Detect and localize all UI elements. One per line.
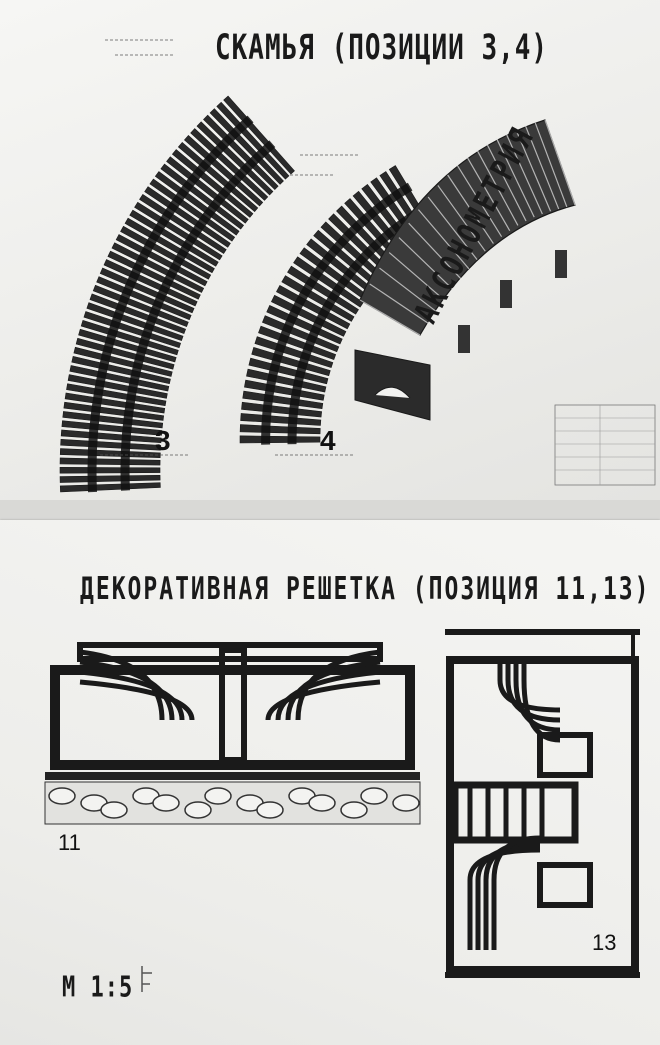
bench-plan-4 xyxy=(239,165,437,445)
bench-number-4: 4 xyxy=(320,425,336,456)
title-block-stamp xyxy=(554,404,656,486)
grille-elevation-11 xyxy=(45,642,420,992)
sheet-title-grille: ДЕКОРАТИВНАЯ РЕШЕТКА (ПОЗИЦИЯ 11,13) xyxy=(80,572,651,608)
grille-number-13: 13 xyxy=(592,930,617,955)
scale-label: М 1:5 xyxy=(62,972,134,1005)
grille-elevation-13 xyxy=(445,629,640,978)
grille-number-11: 11 xyxy=(58,830,81,855)
bench-number-3: 3 xyxy=(155,425,171,456)
stone-foundation xyxy=(44,781,421,825)
sheet-title-bench: СКАМЬЯ (ПОЗИЦИИ 3,4) xyxy=(215,28,549,69)
bench-axonometry xyxy=(354,119,576,421)
sheet-divider xyxy=(0,500,660,520)
bench-plan-3 xyxy=(59,39,360,493)
